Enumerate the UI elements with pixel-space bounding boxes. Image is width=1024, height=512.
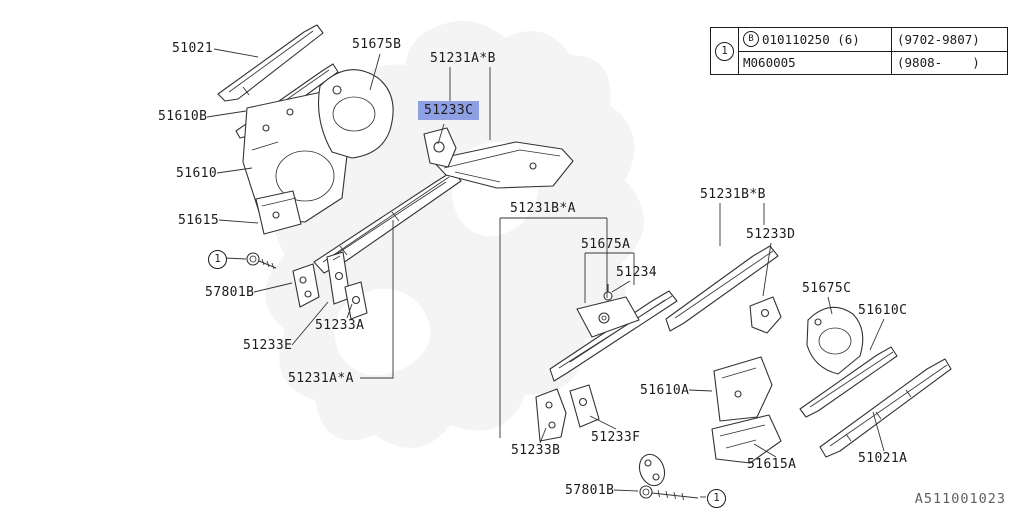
part-drawing-51231b-a [549,290,678,382]
part-label-51233b[interactable]: 51233B [511,443,561,458]
bolt-icon-left [246,252,277,270]
part-label-51231a-a[interactable]: 51231A*A [288,371,354,386]
date-range: (9702-9807) [891,28,1007,51]
callout-1-left-icon[interactable]: 1 [208,250,227,269]
part-drawing-51675a [576,296,640,338]
part-label-51234[interactable]: 51234 [616,265,658,280]
part-drawing-51021 [217,24,324,102]
part-label-51233f[interactable]: 51233F [591,430,641,445]
part-drawing-51675b [317,69,394,159]
callout-1-table-icon: 1 [715,41,734,61]
part-label-51233c[interactable]: 51233C [418,101,480,120]
applicability-table: 1 B 010110250 (6) (9702-9807) M060005 (9… [710,27,1008,75]
drawing-number: A511001023 [914,491,1006,507]
part-drawing-51231a-a [313,170,462,274]
part-drawing-51675c [806,306,864,375]
part-label-51675a[interactable]: 51675A [581,237,631,252]
part-label-51610c[interactable]: 51610C [858,303,908,318]
part-label-51233e[interactable]: 51233E [243,338,293,353]
b-badge-icon: B [743,31,759,48]
part-label-51021a[interactable]: 51021A [858,451,908,466]
part-drawing-51610c [799,346,898,418]
part-label-51231b-a[interactable]: 51231B*A [510,201,576,216]
part-label-51610a[interactable]: 51610A [640,383,690,398]
part-drawing-51233f [569,384,600,428]
part-drawing-51615 [255,190,302,235]
part-drawing-51231b-b [665,245,779,332]
callout-1-bottom-icon[interactable]: 1 [707,489,726,508]
part-drawing-57801b-bottom-plate [638,453,666,487]
table-marker-cell: 1 [711,28,739,74]
part-label-51233d[interactable]: 51233D [746,227,796,242]
part-label-51675c[interactable]: 51675C [802,281,852,296]
part-drawing-51231a-b [431,141,574,189]
part-label-51231a-b[interactable]: 51231A*B [430,51,496,66]
part-drawing-51021a [819,358,952,458]
table-row: M060005 (9808- ) [739,50,1007,75]
part-drawing-51610a [713,356,773,422]
part-label-51021[interactable]: 51021 [172,41,214,56]
part-label-51233a[interactable]: 51233A [315,318,365,333]
part-drawing-51233c [423,127,457,168]
part-drawing-51233b [535,388,567,442]
part-label-51610[interactable]: 51610 [176,166,218,181]
part-label-51675b[interactable]: 51675B [352,37,402,52]
part-drawing-51615a [711,414,782,464]
part-label-51231b-b[interactable]: 51231B*B [700,187,766,202]
part-code-cell: M060005 [739,52,891,75]
bolt-icon-51234 [603,284,613,301]
date-range: (9808- ) [891,51,1007,74]
part-label-51615a[interactable]: 51615A [747,457,797,472]
part-label-51615[interactable]: 51615 [178,213,220,228]
part-drawing-51233d [749,296,782,334]
part-code: 010110250 (6) [762,31,860,47]
part-code: M060005 [743,55,796,71]
part-drawing-51233a [344,281,368,320]
bolt-icon-bottom [639,485,699,501]
part-label-51610b[interactable]: 51610B [158,109,208,124]
leader-lines [206,48,885,498]
part-label-57801b-bottom[interactable]: 57801B [565,483,615,498]
part-drawing-57801b-plate [292,263,320,308]
table-row: B 010110250 (6) (9702-9807) [739,28,1007,51]
part-label-57801b-left[interactable]: 57801B [205,285,255,300]
part-code-cell: B 010110250 (6) [739,28,891,51]
